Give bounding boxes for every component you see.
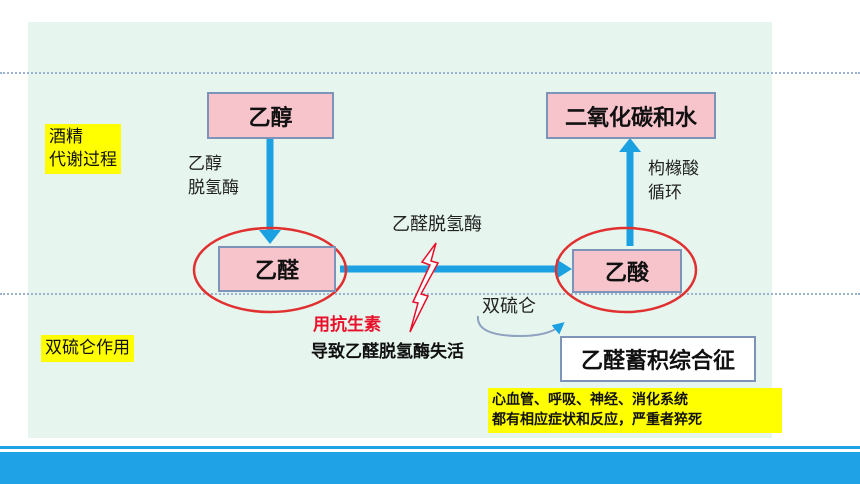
highlight-ellipse-acetaldehyde	[192, 226, 348, 314]
node-syndrome-text: 乙醛蓄积综合征	[580, 349, 735, 374]
note-antibiotic: 用抗生素	[313, 315, 381, 335]
edge-label-adh: 乙醇 脱氢酶	[188, 154, 239, 198]
node-acetic-acid: 乙酸	[572, 249, 682, 293]
node-acetaldehyde-text: 乙醛	[254, 259, 299, 284]
edge-label-tca: 枸橼酸 循环	[648, 159, 699, 203]
label-disulfiram-role: 双硫仑作用	[41, 335, 134, 362]
top-divider	[0, 72, 860, 74]
arrowhead-up	[619, 138, 641, 152]
highlight-ellipse-acetic	[554, 226, 698, 314]
bottom-bar	[0, 452, 860, 484]
label-process: 酒精 代谢过程	[45, 124, 121, 174]
edge-label-aldh: 乙醛脱氢酶	[392, 214, 482, 235]
edge-label-disulfiram: 双硫仑	[482, 296, 536, 317]
arrowhead-right	[556, 259, 572, 279]
disulfiram-curve-arrow	[476, 315, 565, 338]
bottom-stripe	[0, 446, 860, 449]
middle-divider	[0, 293, 860, 295]
node-acetic-acid-text: 乙酸	[604, 261, 649, 286]
node-syndrome: 乙醛蓄积综合征	[560, 336, 756, 382]
arrowhead-down	[259, 230, 281, 244]
node-ethanol: 乙醇	[207, 92, 334, 139]
note-symptoms: 心血管、呼吸、神经、消化系统 都有相应症状和反应，严重者猝死	[488, 388, 782, 433]
inhibition-bolt	[409, 242, 440, 333]
node-ethanol-text: 乙醇	[248, 105, 293, 131]
note-inactivation: 导致乙醛脱氢酶失活	[311, 342, 464, 362]
node-acetaldehyde: 乙醛	[218, 246, 336, 292]
node-co2-water-text: 二氧化碳和水	[564, 105, 697, 131]
node-co2-water: 二氧化碳和水	[546, 92, 716, 139]
